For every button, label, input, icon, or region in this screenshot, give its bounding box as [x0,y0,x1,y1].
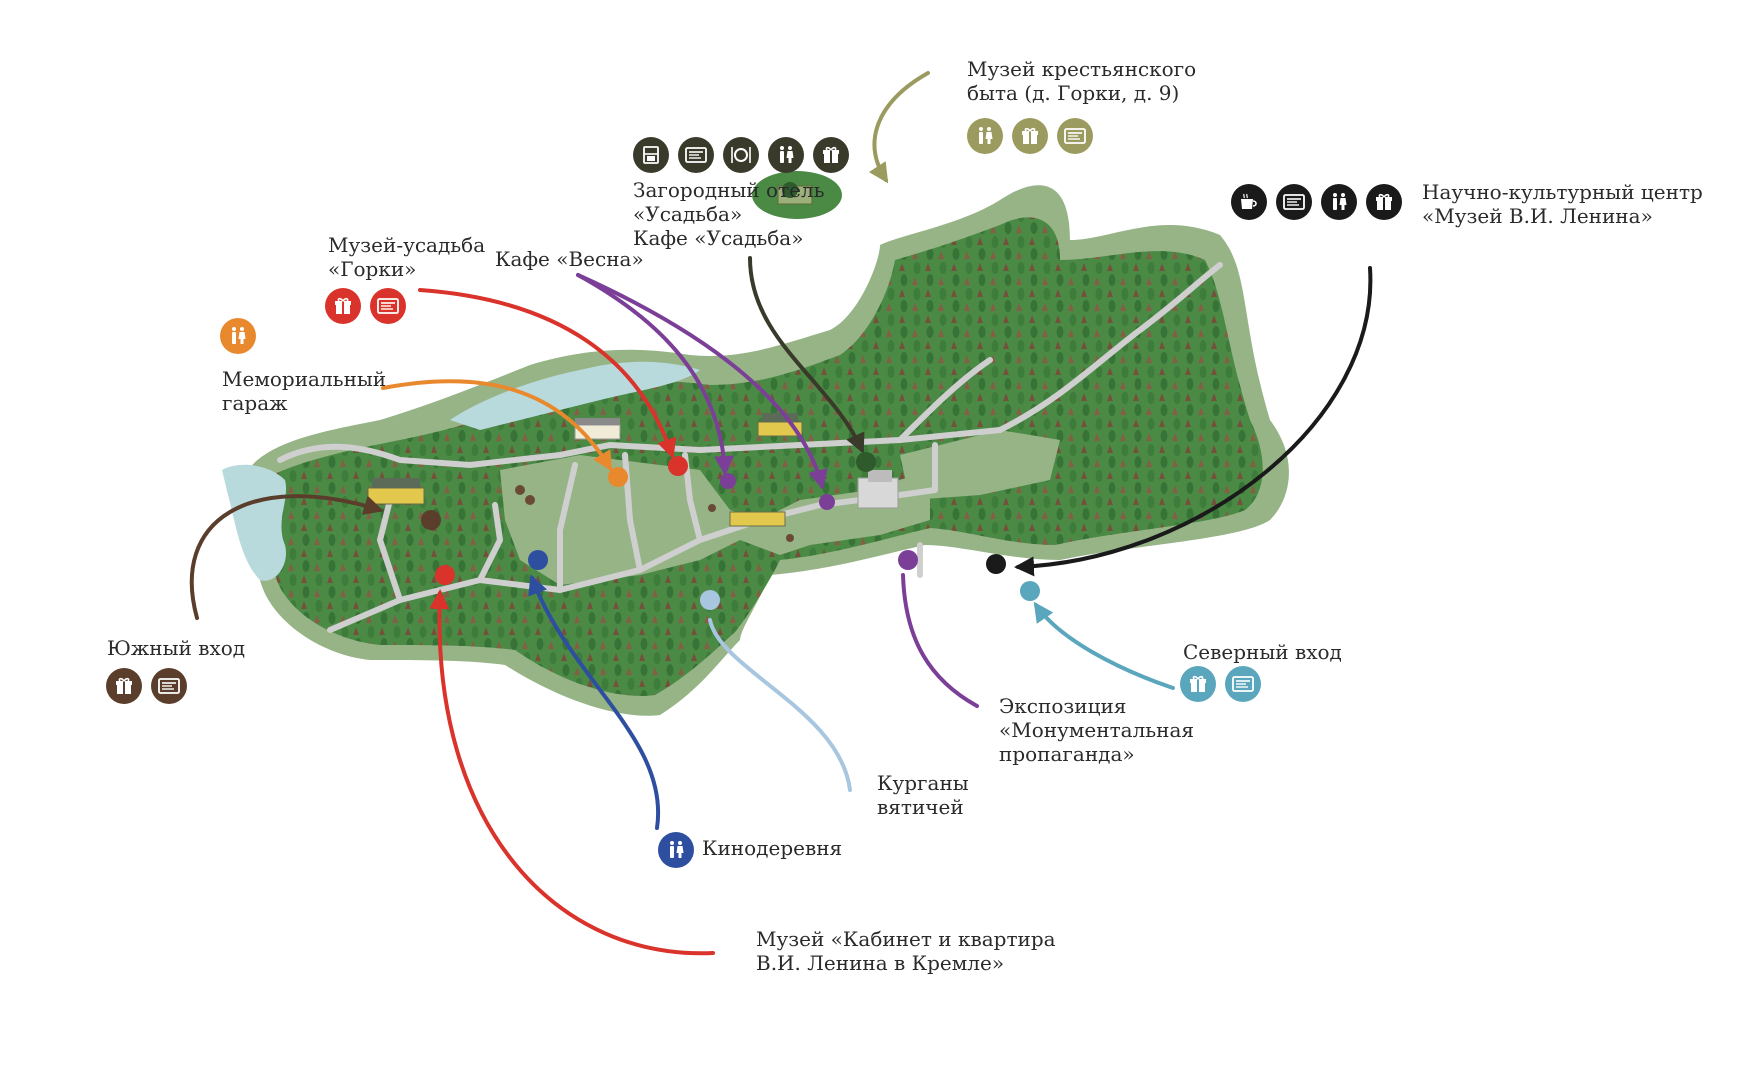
arrow-kino [528,574,661,830]
gift-icon [1180,666,1216,702]
restaurant-icon [723,137,759,173]
label-science-center: Научно-культурный центр «Музей В.И. Лени… [1422,180,1703,228]
arrow-garage [381,379,613,472]
toilet-icon [1321,184,1357,220]
ticket-icon [678,137,714,173]
label-kremlin-museum: Музей «Кабинет и квартира В.И. Ленина в … [756,927,1056,975]
pond-north [450,361,700,430]
icons-science [1231,184,1402,220]
arrow-exposition [901,573,979,708]
gift-icon [106,668,142,704]
ticket-icon [370,288,406,324]
label-south-entrance: Южный вход [107,636,246,660]
coffee-icon [1231,184,1267,220]
label-exposition-line1: Экспозиция [999,694,1127,718]
label-garage: Мемориальный гараж [222,367,386,415]
toilet-icon [967,118,1003,154]
toilet-icon [220,318,256,354]
icons-hotel [633,137,849,173]
label-estate: Музей-усадьба «Горки» [328,233,485,281]
label-north-entrance: Северный вход [1183,640,1342,664]
icons-estate [325,288,406,324]
label-science-line1: Научно-культурный центр [1422,180,1703,204]
arrow-science-center [1014,266,1373,577]
arrow-south-entrance [189,494,384,620]
ticket-icon [1225,666,1261,702]
gift-icon [1366,184,1402,220]
icons-garage [220,318,256,354]
arrow-cafe-vesna-2 [576,273,828,490]
gift-icon [325,288,361,324]
arrow-hotel [748,256,865,454]
marker-cafe-vesna-1 [720,473,736,489]
marker-hotel [856,452,876,472]
arrow-north-entrance [1033,601,1175,690]
marker-north-entrance [1020,581,1040,601]
arrow-kurgans [708,618,852,792]
marker-garage [608,467,628,487]
label-cafe-vesna: Кафе «Весна» [495,247,644,271]
arrow-cafe-vesna-1 [576,273,735,476]
label-hotel-line3: Кафе «Усадьба» [633,226,804,250]
label-kremlin-line1: Музей «Кабинет и квартира [756,927,1056,951]
label-exposition: Экспозиция «Монументальная пропаганда» [999,694,1194,766]
gift-icon [813,137,849,173]
label-exposition-line3: пропаганда» [999,742,1135,766]
toilet-icon [768,137,804,173]
ticket-icon [1276,184,1312,220]
gift-icon [1012,118,1048,154]
ticket-icon [151,668,187,704]
marker-kremlin [435,565,455,585]
label-estate-line2: «Горки» [328,257,417,281]
label-hotel-line2: «Усадьба» [633,202,743,226]
pond-south [222,464,287,581]
hotel-icon [633,137,669,173]
markers [421,452,1040,610]
marker-science-center [986,554,1006,574]
marker-south-entrance [421,510,441,530]
label-estate-line1: Музей-усадьба [328,233,486,257]
marker-kurgans [700,590,720,610]
marker-exposition [898,550,918,570]
ticket-icon [1057,118,1093,154]
icons-south [106,668,187,704]
clearing-north [900,430,1060,500]
clearing-center [500,455,930,585]
label-exposition-line2: «Монументальная [999,718,1195,742]
label-science-line2: «Музей В.И. Ленина» [1422,204,1653,228]
toilet-icon [658,832,694,868]
icons-peasant [967,118,1093,154]
icons-kino [658,832,694,868]
label-kurgans-line1: Курганы [877,771,969,795]
label-garage-line2: гараж [222,391,288,415]
label-peasant-line1: Музей крестьянского [967,57,1197,81]
label-kinoderevnya: Кинодеревня [702,836,843,860]
label-kurgans: Курганы вятичей [877,771,969,819]
buildings [367,413,899,542]
label-hotel-line1: Загородный отель [633,178,825,202]
label-kurgans-line2: вятичей [877,795,964,819]
label-peasant-line2: быта (д. Горки, д. 9) [967,81,1180,105]
label-peasant-museum: Музей крестьянского быта (д. Горки, д. 9… [967,57,1196,105]
arrow-peasant [868,71,930,184]
marker-kino [528,550,548,570]
arrow-kremlin [429,589,715,956]
label-kremlin-line2: В.И. Ленина в Кремле» [756,951,1005,975]
marker-estate [668,456,688,476]
marker-cafe-vesna-2 [819,494,835,510]
label-garage-line1: Мемориальный [222,367,387,391]
icons-north [1180,666,1261,702]
arrow-estate [418,288,677,459]
label-hotel: Загородный отель «Усадьба» Кафе «Усадьба… [633,178,825,250]
